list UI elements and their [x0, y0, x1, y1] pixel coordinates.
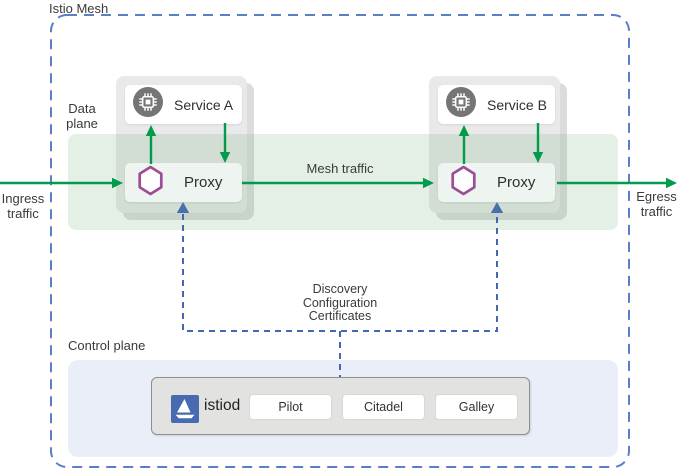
- ingress-traffic-label: Ingress traffic: [1, 191, 45, 221]
- egress-traffic-label: Egress traffic: [636, 189, 677, 219]
- istio-sailboat-logo: [171, 395, 199, 423]
- microchip-icon: [446, 87, 476, 122]
- proxy-a-node: Proxy: [125, 163, 242, 202]
- hexagon-envoy-icon: [137, 165, 164, 201]
- service-b-label: Service B: [487, 96, 547, 113]
- component-citadel: Citadel: [343, 395, 424, 419]
- istiod-label: istiod: [204, 397, 241, 414]
- data-plane-label: Data plane: [66, 101, 98, 131]
- component-galley: Galley: [436, 395, 517, 419]
- proxy-b-node: Proxy: [438, 163, 555, 202]
- service-a-label: Service A: [174, 96, 234, 113]
- proxy-b-label: Proxy: [497, 174, 536, 191]
- istiod-box: istiod Pilot Citadel Galley: [151, 377, 530, 435]
- proxy-a-label: Proxy: [184, 174, 223, 191]
- mesh-title: Istio Mesh: [49, 1, 109, 16]
- microchip-icon: [133, 87, 163, 122]
- component-pilot: Pilot: [250, 395, 331, 419]
- hexagon-envoy-icon: [450, 165, 477, 201]
- mesh-traffic-label: Mesh traffic: [306, 161, 374, 176]
- connector-label: Discovery Configuration Certificates: [302, 282, 378, 323]
- service-a-node: Service A: [125, 85, 242, 124]
- control-plane-label: Control plane: [68, 338, 146, 353]
- service-b-node: Service B: [438, 85, 555, 124]
